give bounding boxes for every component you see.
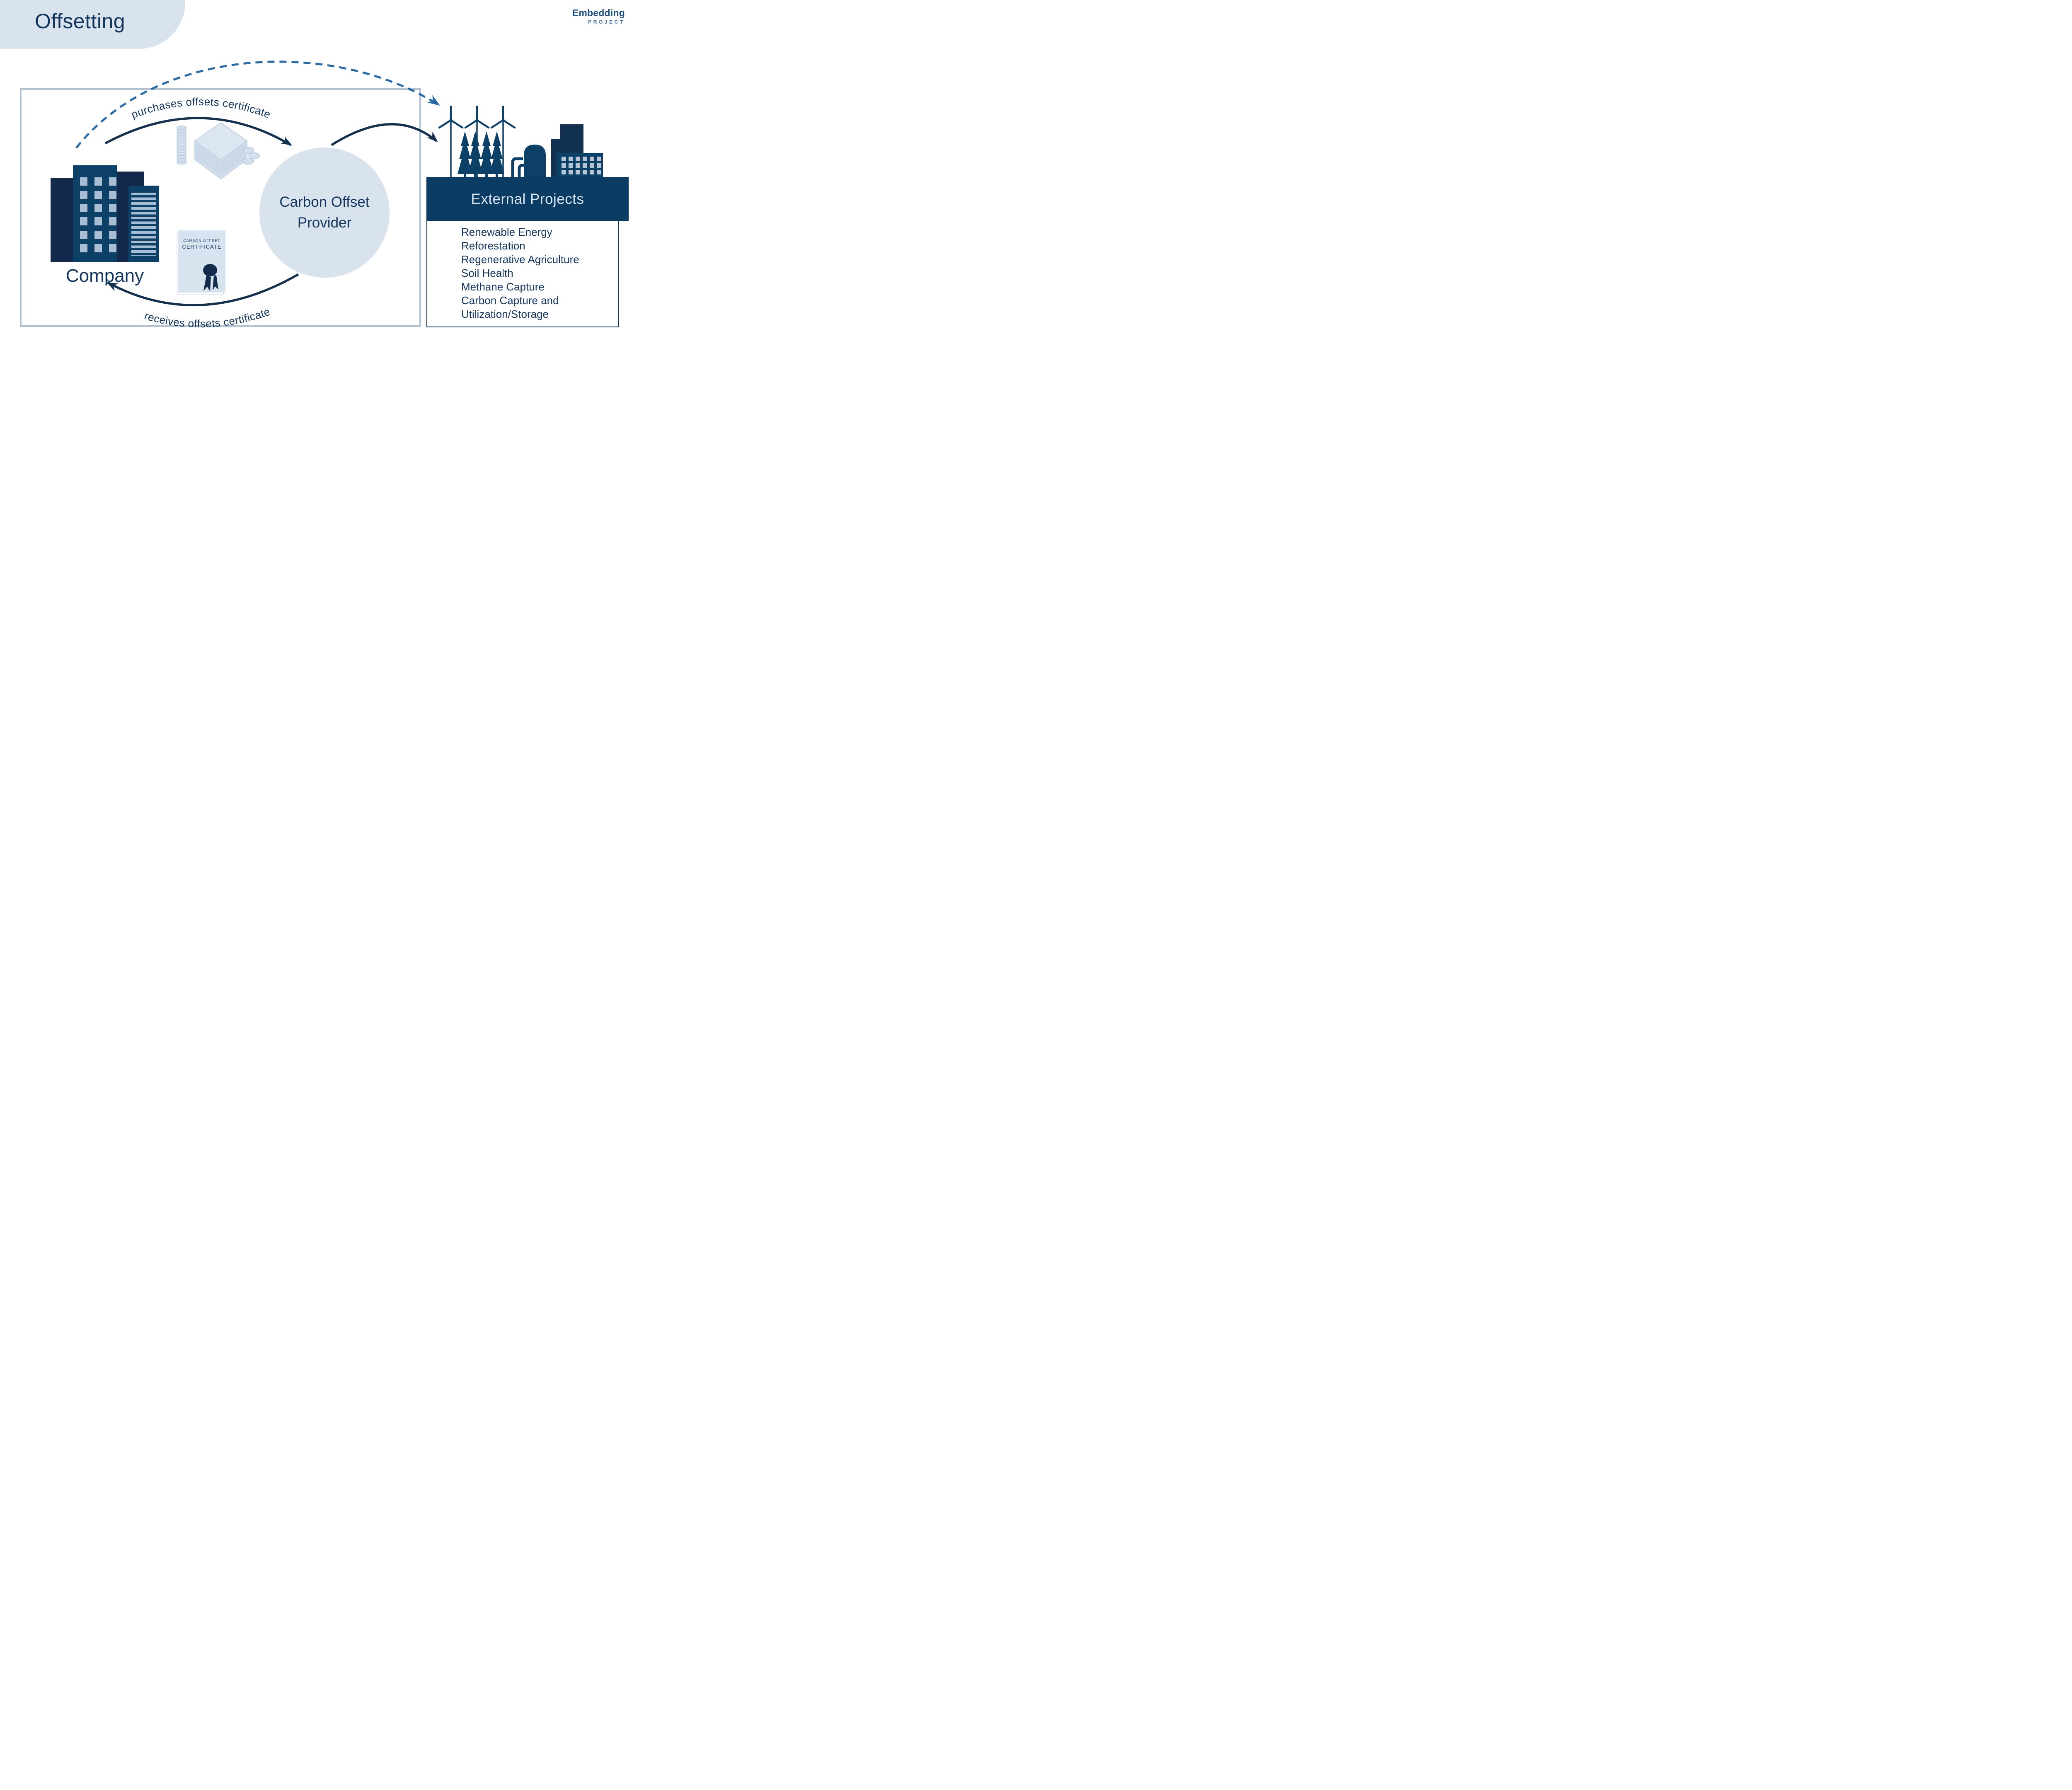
external-projects-items: Renewable Energy Reforestation Regenerat… [461, 225, 614, 321]
company-label: Company [65, 266, 144, 286]
certificate-icon: CARBON OFFSET CERTIFICATE [178, 230, 225, 293]
embedding-project-logo: Embedding PROJECT [572, 7, 625, 25]
list-item: Soil Health [461, 267, 513, 279]
storage-tank-icon [524, 145, 546, 178]
list-item: Carbon Capture and Utilization/Storage [461, 294, 559, 320]
receives-arrow [107, 273, 299, 307]
offsetting-infographic: Offsetting Embedding PROJECT Company CAR… [0, 0, 637, 358]
rosette-icon [203, 264, 218, 291]
offsets-payment-stack-icon [176, 122, 260, 179]
external-projects-list-box: Renewable Energy Reforestation Regenerat… [426, 220, 619, 327]
logo-wordmark: Embedding [572, 7, 625, 18]
paper-stack-icon [194, 122, 248, 179]
building-windows [80, 177, 87, 186]
certificate-title-small: CARBON OFFSET [183, 239, 220, 243]
purchases-arrow [104, 117, 292, 146]
list-item: Renewable Energy [461, 226, 552, 238]
list-item: Reforestation [461, 239, 525, 252]
certificate-title-large: CERTIFICATE [182, 244, 222, 250]
title-banner: Offsetting [0, 0, 185, 49]
projects-building-windows-icon [557, 153, 603, 178]
external-projects-title: External Projects [471, 191, 584, 207]
page-title: Offsetting [35, 10, 126, 33]
receives-label: receives offsets certificate [143, 305, 271, 330]
diagram-art-layer: purchases offsets certificate receives o… [75, 60, 546, 330]
company-building-main-icon [73, 165, 117, 262]
provider-to-projects-arrow [331, 123, 437, 146]
flow-arrows [104, 117, 437, 307]
projects-building-windows [562, 157, 566, 161]
list-item: Methane Capture [461, 281, 545, 293]
flow-arrowheads [107, 131, 438, 291]
carbon-offset-provider-node: Carbon Offset Provider [259, 148, 390, 278]
building-stripes [131, 193, 156, 256]
list-item: Regenerative Agriculture [461, 253, 579, 266]
provider-label-line2: Provider [297, 215, 352, 231]
coins-icon [242, 147, 260, 165]
logo-subtitle: PROJECT [588, 19, 625, 25]
external-projects-header-bar: External Projects [426, 177, 629, 221]
receives-label-curved: receives offsets certificate [143, 305, 272, 330]
company-building-striped-icon [128, 186, 159, 262]
coin-stack-icon [176, 125, 187, 165]
factory-pipes-icon [511, 157, 528, 178]
company-to-projects-dashed-arrow [75, 60, 436, 149]
dashed-arrowhead-icon [427, 95, 440, 106]
provider-label-line1: Carbon Offset [279, 194, 370, 210]
pine-trees-icon [457, 131, 504, 178]
company-building-back-left-icon [51, 178, 74, 262]
